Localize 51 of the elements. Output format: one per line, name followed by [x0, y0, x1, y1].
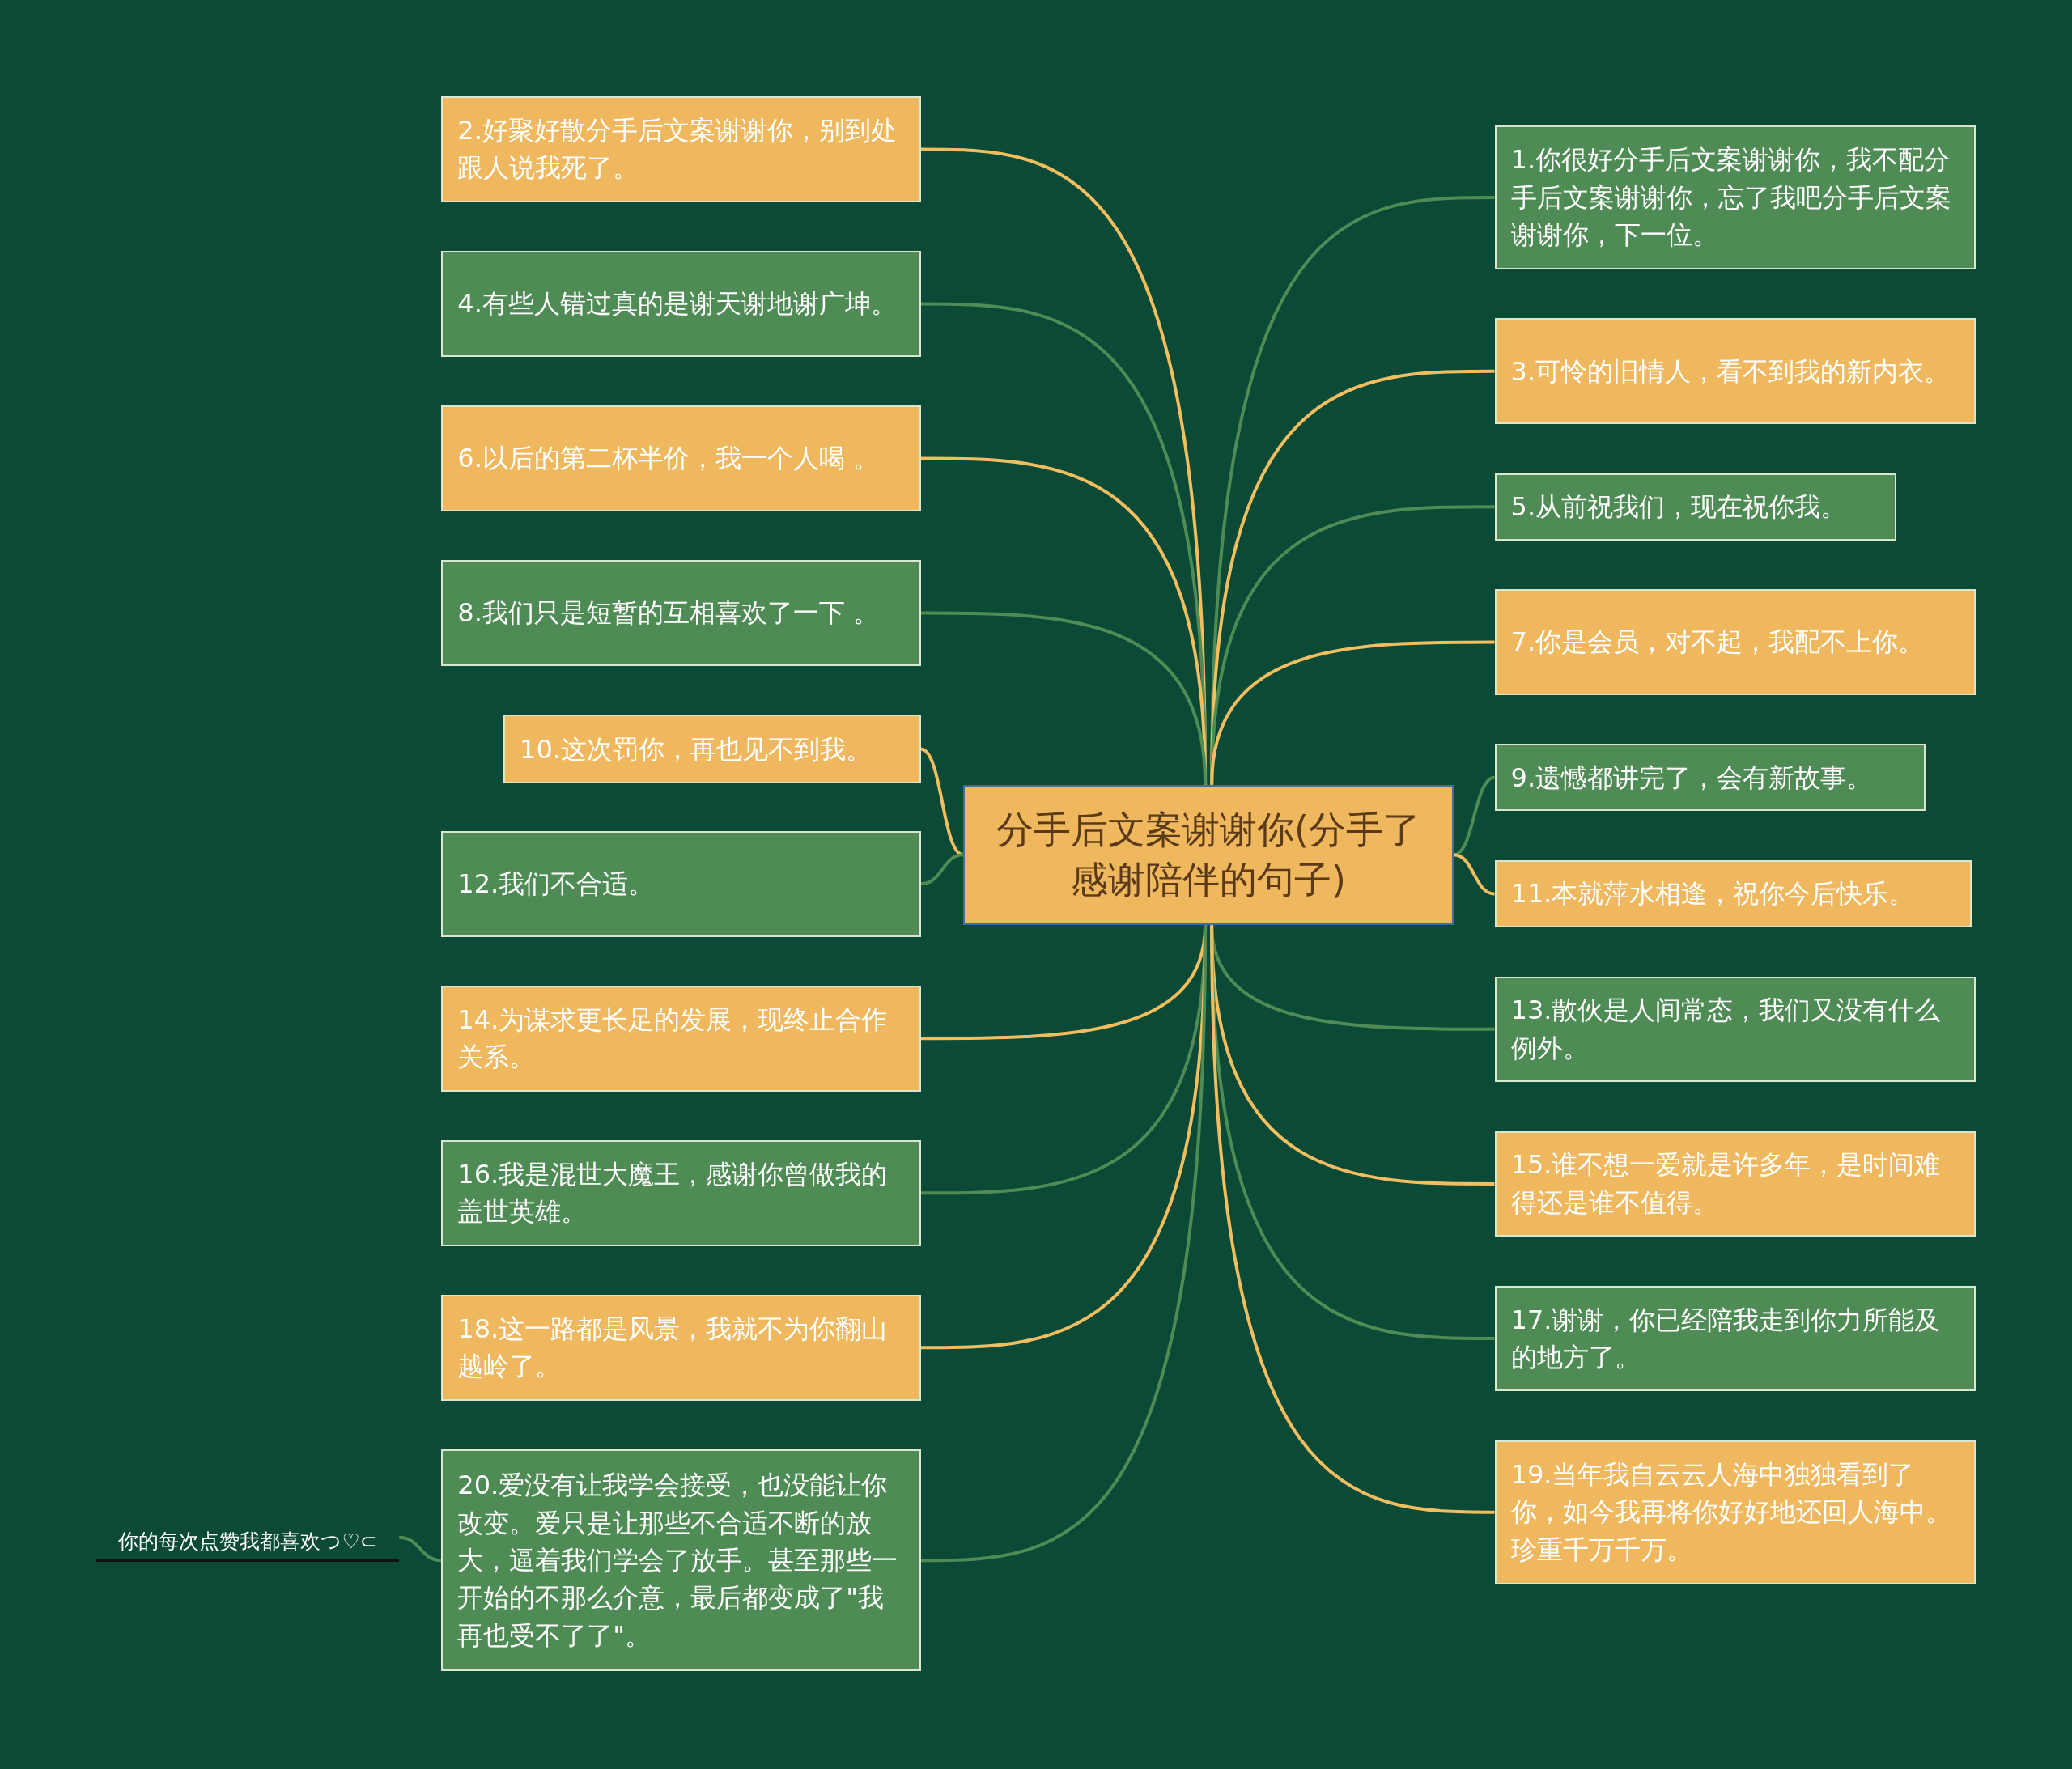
- topic-box: [441, 251, 921, 357]
- connector-line: [920, 924, 1208, 1563]
- topic-text: 18.这一路都是风景，我就不为你翻山越岭了。: [457, 1312, 889, 1384]
- topic-box: [441, 96, 921, 202]
- topic-text: 12.我们不合适。: [457, 868, 655, 901]
- topic-box: [441, 986, 921, 1092]
- topic-box: [441, 830, 921, 937]
- topic-text: 14.为谋求更长足的发展，现终止合作关系。: [457, 1003, 889, 1075]
- topic-text: 2.好聚好散分手后文案谢谢你，别到处跟人说我死了。: [457, 114, 898, 185]
- topic-box: [503, 715, 921, 784]
- topic-box: [1494, 1440, 1976, 1584]
- topic-text: 10.这次罚你，再也见不到我。: [520, 732, 872, 766]
- topic-text: 你的每次点赞我都喜欢つ♡⊂: [118, 1528, 377, 1555]
- topic-text: 6.以后的第二杯半价，我一个人喝 。: [457, 442, 879, 476]
- connector-line: [1453, 775, 1496, 857]
- topic-text: 9.遗憾都讲完了，会有新故事。: [1510, 761, 1873, 795]
- topic-text: 13.散伙是人间常态，我们又没有什么例外。: [1510, 994, 1942, 1065]
- topic-box: [1494, 1285, 1976, 1392]
- connector-line: [1210, 640, 1495, 785]
- topic-box: [1494, 976, 1976, 1083]
- topic-box: [441, 1295, 921, 1401]
- central-topic-box: [963, 784, 1454, 925]
- topic-text: 4.有些人错过真的是谢天谢地谢广坤。: [457, 287, 897, 321]
- topic-box: [1494, 318, 1976, 425]
- connector-line: [398, 1535, 442, 1563]
- topic-text: 15.谁不想一爱就是许多年，是时间难得还是谁不值得。: [1510, 1148, 1942, 1220]
- topic-text: 5.从前祝我们，现在祝你我。: [1510, 490, 1847, 524]
- topic-box: [441, 1449, 921, 1672]
- topic-box: [1494, 1131, 1976, 1237]
- connector-line: [920, 853, 964, 886]
- topic-text: 7.你是会员，对不起，我配不上你。: [1510, 626, 1925, 660]
- topic-text: 1.你很好分手后文案谢谢你，我不配分手后文案谢谢你，忘了我吧分手后文案谢谢你，下一位。: [1510, 143, 1952, 252]
- connector-line: [1453, 853, 1495, 896]
- topic-box: [1494, 744, 1926, 812]
- topic-text: 19.当年我自云云人海中独独看到了你，如今我再将你好好地还回人海中。珍重千万千万。: [1510, 1458, 1952, 1567]
- topic-box: [441, 1140, 921, 1246]
- topic-box: [441, 405, 921, 511]
- topic-text: 8.我们只是短暂的互相喜欢了一下 。: [457, 596, 879, 630]
- topic-text: 11.本就萍水相逢，祝你今后快乐。: [1510, 877, 1915, 911]
- topic-text: 16.我是混世大魔王，感谢你曾做我的盖世英雄。: [457, 1157, 889, 1229]
- topic-text: 3.可怜的旧情人，看不到我的新内衣。: [1510, 354, 1951, 388]
- topic-text: 分手后文案谢谢你(分手了感谢陪伴的句子): [996, 807, 1422, 904]
- topic-box: [1494, 859, 1972, 928]
- connector-line: [921, 611, 1208, 785]
- topic-box: [1494, 589, 1976, 695]
- connector-line: [1210, 924, 1495, 1514]
- topic-box: [1494, 473, 1896, 541]
- topic-text: 17.谢谢，你已经陪我走到你力所能及的地方了。: [1510, 1303, 1942, 1374]
- topic-text: 20.爱没有让我学会接受，也没能让你改变。爱只是让那些不合适不断的放大，逼着我们学会了放手。甚至那些一开始的不那么介意，最后都变成了"我再也受不了了"。: [457, 1469, 899, 1652]
- topic-box: [441, 560, 921, 666]
- topic-box: [1494, 125, 1976, 270]
